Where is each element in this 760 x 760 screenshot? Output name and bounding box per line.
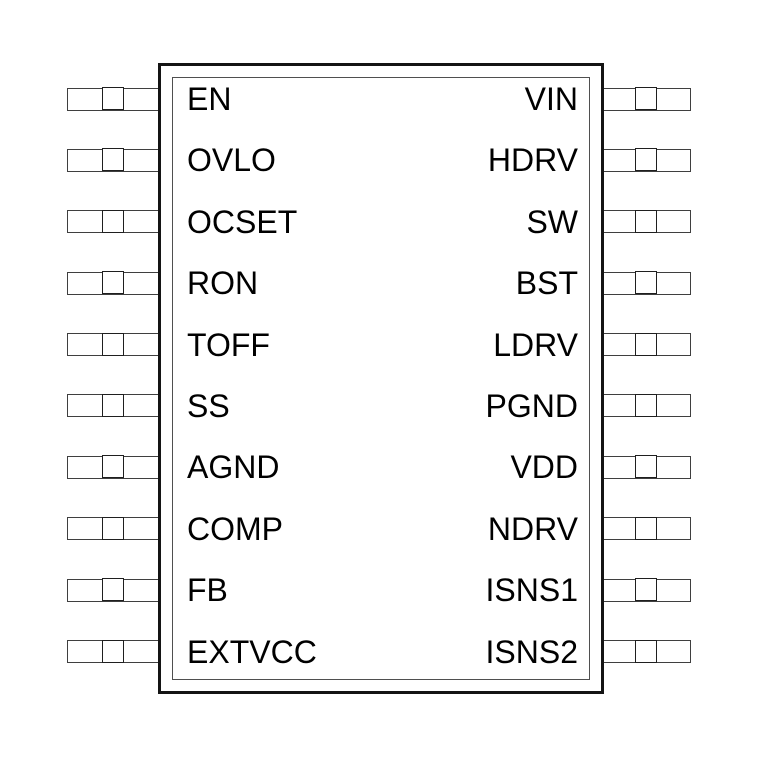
pin-label-extvcc: EXTVCC	[187, 633, 317, 670]
pin-pad	[102, 87, 124, 110]
pin-pad	[635, 271, 657, 295]
pin-lead-left-5	[67, 332, 159, 357]
pin-label-ldrv: LDRV	[493, 326, 578, 363]
pin-lead-left-2	[67, 148, 159, 172]
pin-pad	[635, 393, 657, 417]
pin-label-ocset: OCSET	[187, 203, 298, 240]
pin-pad	[102, 639, 124, 663]
pin-pad	[102, 209, 124, 233]
pin-label-hdrv: HDRV	[487, 142, 578, 179]
pin-label-pgnd: PGND	[485, 387, 578, 424]
pin-label-fb: FB	[187, 572, 228, 609]
pin-pad	[102, 516, 124, 540]
pin-label-vin: VIN	[524, 81, 578, 117]
pin-pad	[102, 578, 124, 602]
pin-lead-right-10	[601, 639, 691, 663]
pin-label-toff: TOFF	[187, 326, 270, 363]
pin-lead-right-9	[601, 578, 691, 602]
pin-pad	[635, 148, 657, 172]
pin-label-agnd: AGND	[187, 449, 280, 486]
pin-label-sw: SW	[526, 203, 578, 240]
pin-pad	[102, 393, 124, 417]
pin-pad	[635, 87, 657, 110]
pin-lead-left-4	[67, 271, 159, 295]
pin-pad	[102, 455, 124, 479]
pin-lead-left-1	[67, 87, 159, 111]
pin-label-ss: SS	[187, 387, 230, 424]
pin-pad	[635, 332, 657, 356]
pin-lead-right-1	[601, 87, 691, 111]
pin-pad	[102, 332, 124, 356]
pin-label-ron: RON	[187, 265, 259, 302]
pin-pad	[635, 639, 657, 663]
pin-label-isns2: ISNS2	[485, 633, 578, 670]
pin-lead-right-6	[601, 393, 691, 418]
pin-lead-left-10	[67, 639, 159, 663]
pin-lead-right-7	[601, 455, 691, 479]
pin-lead-left-9	[67, 578, 159, 602]
pin-pad	[102, 148, 124, 172]
pin-label-isns1: ISNS1	[485, 572, 578, 609]
pin-pad	[635, 455, 657, 479]
pin-label-ovlo: OVLO	[187, 142, 276, 179]
chip-body	[158, 63, 604, 694]
pin-lead-right-8	[601, 516, 691, 541]
chip-inner-outline	[172, 77, 590, 680]
pin-lead-left-6	[67, 393, 159, 418]
pin-pad	[102, 271, 124, 295]
pin-label-bst: BST	[515, 265, 578, 302]
pin-label-en: EN	[187, 81, 232, 117]
pin-lead-right-4	[601, 271, 691, 295]
pin-label-ndrv: NDRV	[487, 510, 578, 547]
pin-lead-left-7	[67, 455, 159, 479]
pin-lead-right-3	[601, 209, 691, 234]
pin-pad	[635, 209, 657, 233]
pin-label-comp: COMP	[187, 510, 283, 547]
pin-lead-right-5	[601, 332, 691, 357]
pin-lead-left-8	[67, 516, 159, 541]
pin-pad	[635, 516, 657, 540]
pin-lead-left-3	[67, 209, 159, 234]
pin-lead-right-2	[601, 148, 691, 172]
pin-pad	[635, 578, 657, 602]
pin-label-vdd: VDD	[510, 449, 578, 486]
